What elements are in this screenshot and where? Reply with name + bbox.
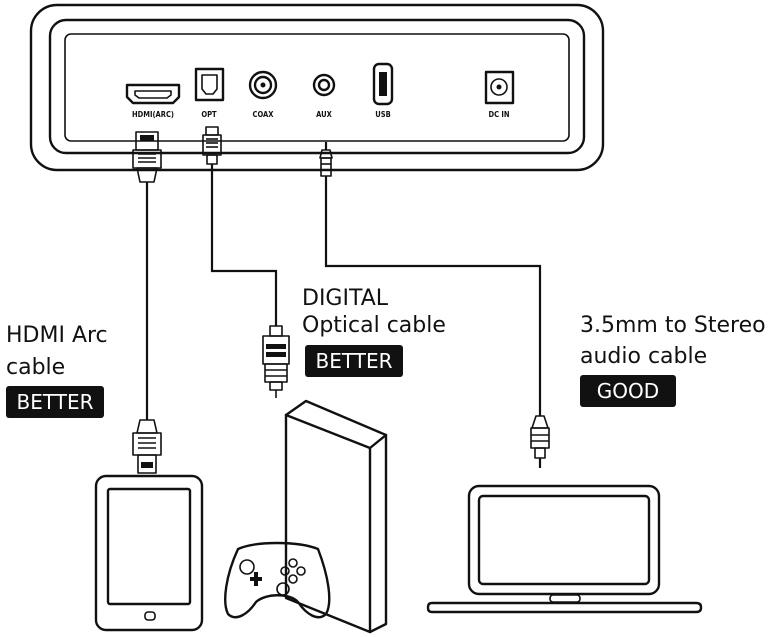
hdmi-badge-text: BETTER bbox=[17, 390, 94, 414]
aux-caption: 3.5mm to Stereo audio cable GOOD bbox=[580, 313, 766, 407]
hdmi-cable bbox=[132, 131, 162, 474]
game-console-icon bbox=[284, 399, 388, 634]
aux-port-icon bbox=[312, 73, 336, 97]
optical-caption-line1: DIGITAL bbox=[302, 286, 389, 311]
hdmi-caption-line1: HDMI Arc bbox=[6, 323, 108, 348]
optical-badge bbox=[305, 345, 403, 377]
usb-port-label: USB bbox=[375, 110, 390, 119]
aux-badge bbox=[580, 375, 676, 407]
tablet-icon bbox=[94, 474, 204, 632]
hdmi-port-icon bbox=[125, 83, 181, 105]
dc-in-port-label: DC IN bbox=[488, 110, 509, 119]
soundbar-back-panel bbox=[29, 3, 605, 172]
hdmi-caption: HDMI Arc cable BETTER bbox=[6, 323, 108, 418]
optical-port-label: OPT bbox=[201, 110, 217, 119]
dc-in-port-icon bbox=[484, 70, 515, 105]
aux-caption-line2: audio cable bbox=[580, 344, 707, 369]
hdmi-badge bbox=[6, 386, 104, 418]
optical-caption: DIGITAL Optical cable BETTER bbox=[302, 286, 446, 377]
coax-port-label: COAX bbox=[253, 110, 275, 119]
optical-badge-text: BETTER bbox=[316, 349, 393, 373]
aux-caption-line1: 3.5mm to Stereo bbox=[580, 313, 766, 338]
optical-cable bbox=[202, 126, 290, 398]
coax-port-icon bbox=[248, 70, 278, 100]
hdmi-caption-line2: cable bbox=[6, 355, 65, 380]
aux-port-label: AUX bbox=[316, 110, 332, 119]
usb-port-icon bbox=[372, 62, 394, 106]
controller-icon bbox=[224, 541, 331, 619]
laptop-icon bbox=[426, 484, 703, 614]
optical-port-icon bbox=[194, 67, 225, 102]
aux-cable bbox=[319, 142, 550, 468]
hdmi-port-label: HDMI(ARC) bbox=[132, 110, 174, 119]
optical-caption-line2: Optical cable bbox=[302, 313, 446, 338]
aux-badge-text: GOOD bbox=[597, 379, 659, 403]
